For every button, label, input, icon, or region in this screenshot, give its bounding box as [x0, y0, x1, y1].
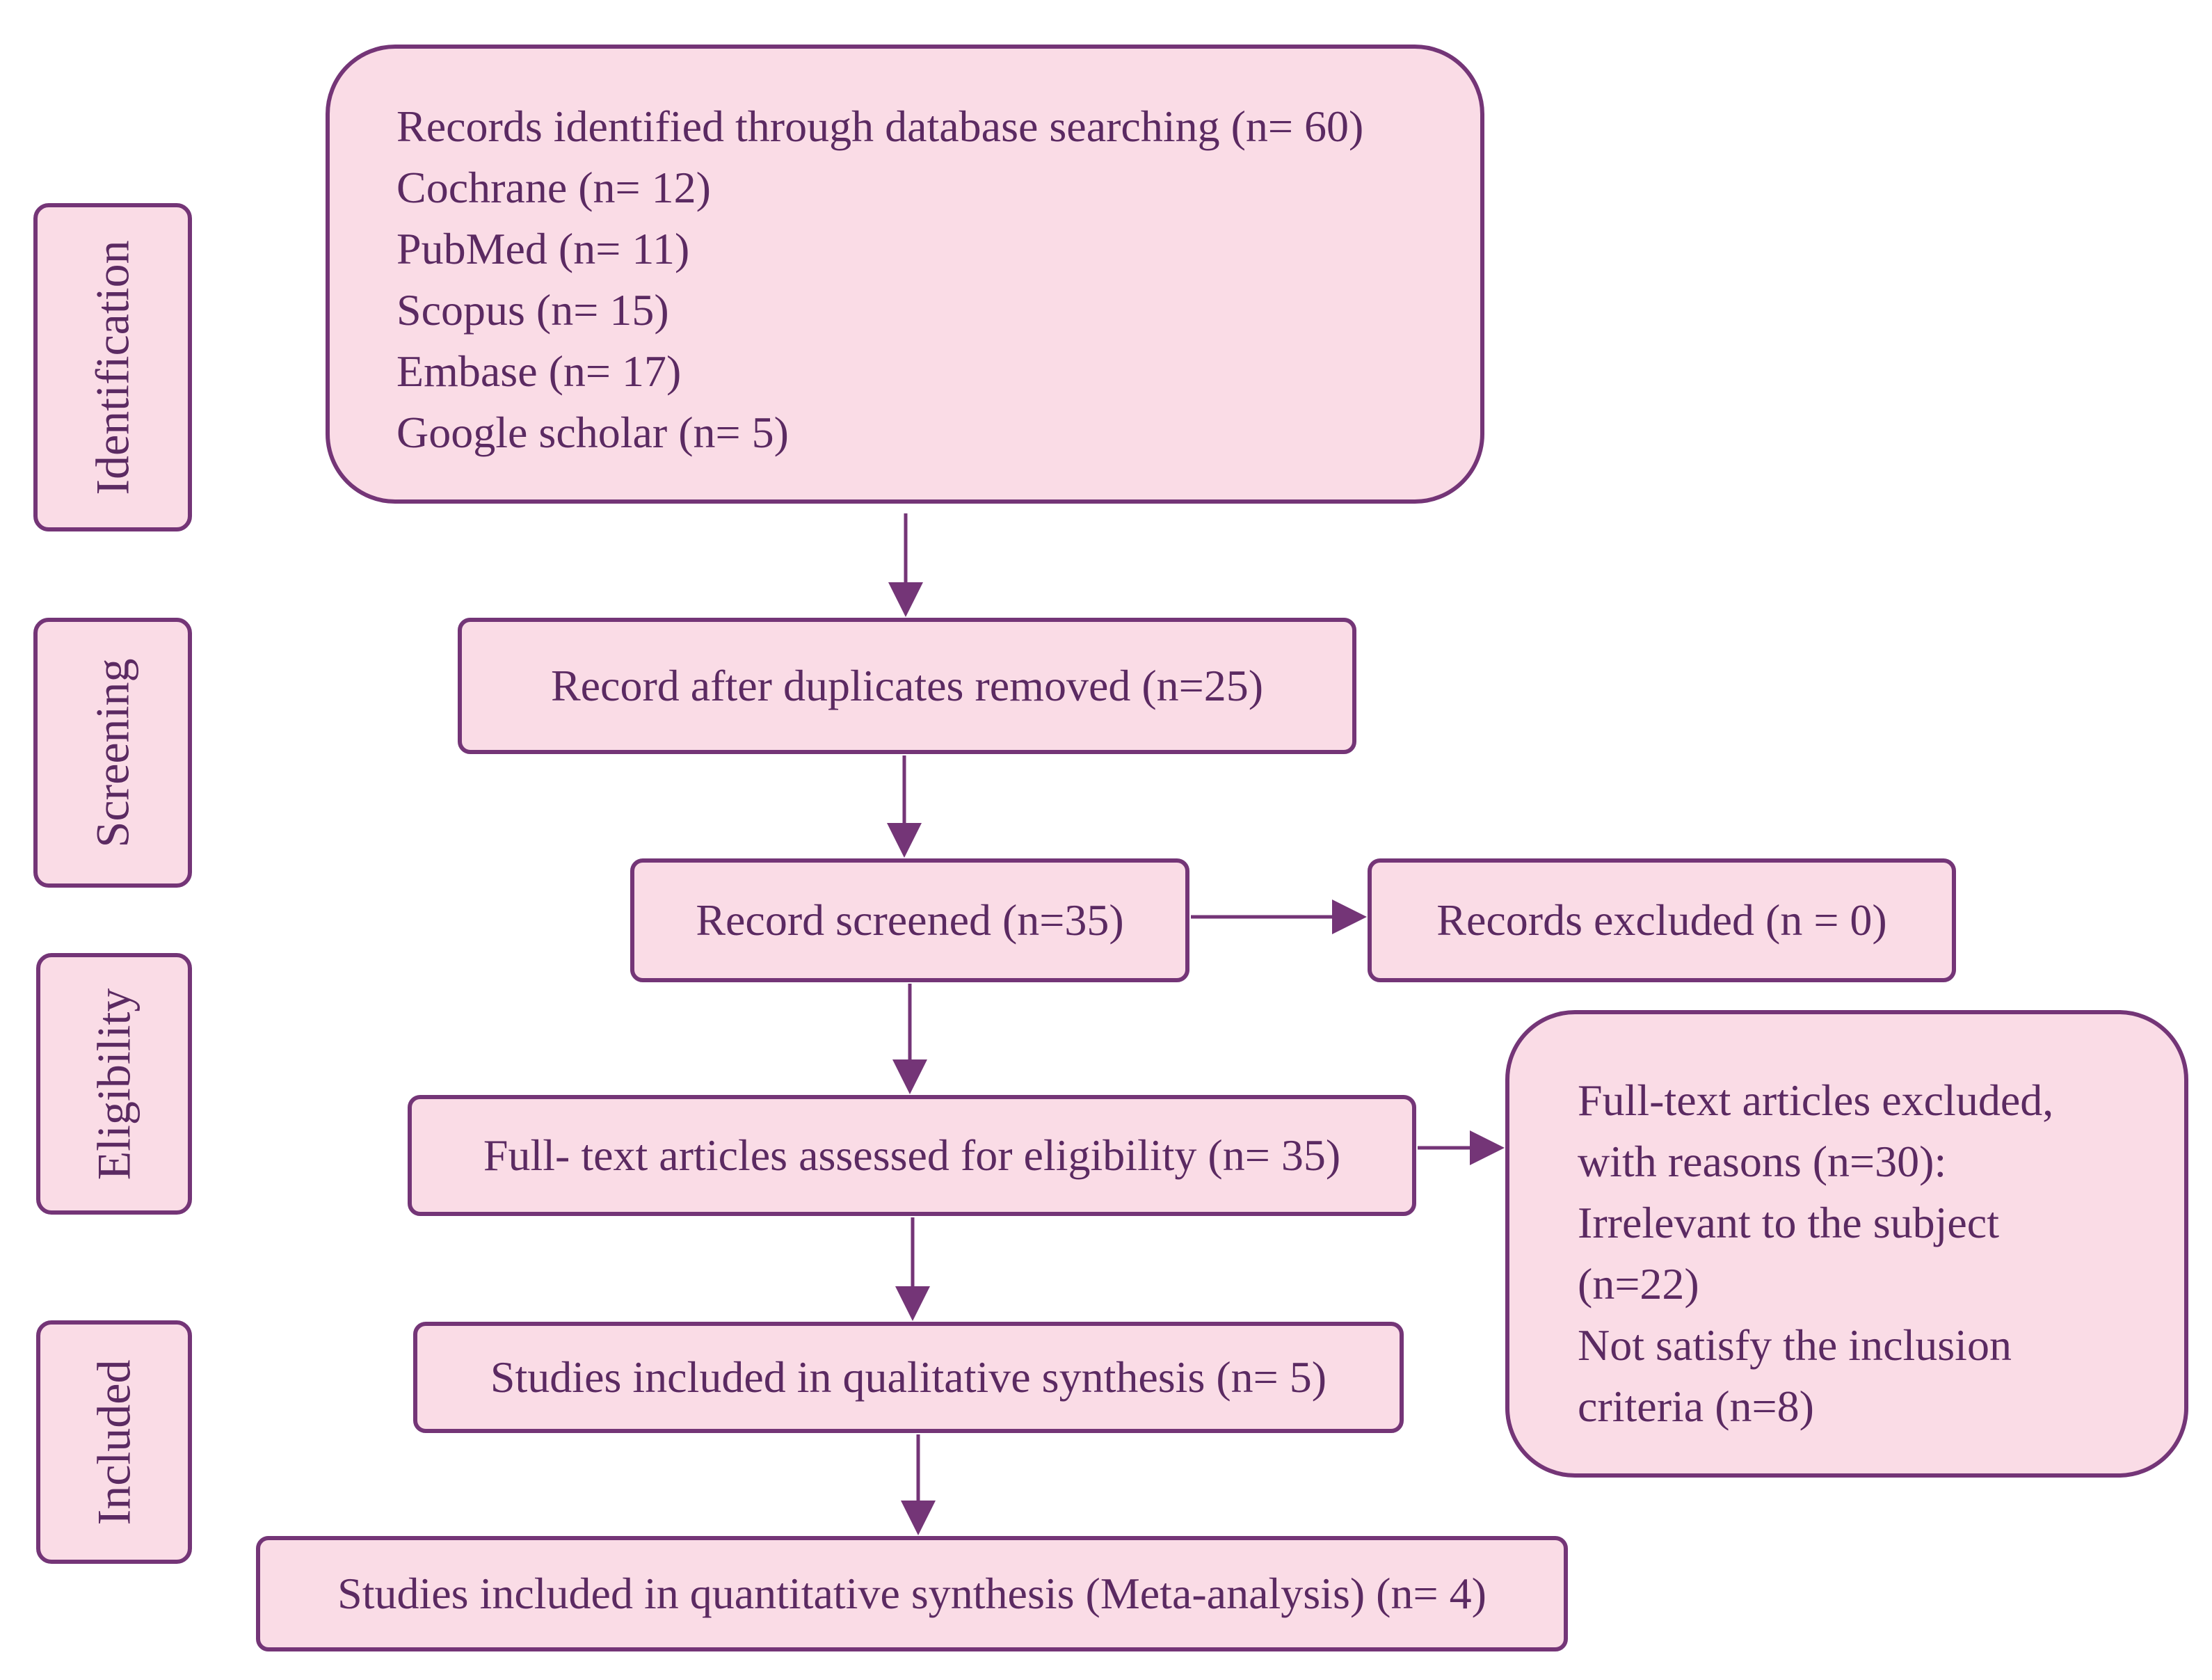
fulltext-excluded-line-4: (n=22)	[1578, 1259, 1699, 1309]
phase-screening: Screening	[33, 618, 192, 888]
fulltext-excluded-line-6: criteria (n=8)	[1578, 1382, 1814, 1431]
duplicates-removed-label: Record after duplicates removed (n=25)	[550, 661, 1264, 710]
qualitative-synthesis-box: Studies included in qualitative synthesi…	[413, 1322, 1404, 1433]
records-screened-label: Record screened (n=35)	[696, 895, 1124, 945]
qualitative-synthesis-label: Studies included in qualitative synthesi…	[490, 1352, 1327, 1402]
fulltext-assessed-label: Full- text articles assessed for eligibi…	[483, 1130, 1341, 1180]
fulltext-excluded-line-5: Not satisfy the inclusion	[1578, 1320, 2012, 1370]
identification-line-google-scholar: Google scholar (n= 5)	[396, 408, 789, 457]
identification-line-total: Records identified through database sear…	[396, 102, 1364, 151]
identification-line-cochrane: Cochrane (n= 12)	[396, 163, 711, 212]
identification-line-embase: Embase (n= 17)	[396, 346, 682, 396]
records-screened-box: Record screened (n=35)	[630, 858, 1189, 982]
records-excluded-label: Records excluded (n = 0)	[1436, 895, 1887, 945]
identification-line-scopus: Scopus (n= 15)	[396, 285, 669, 335]
duplicates-removed-box: Record after duplicates removed (n=25)	[458, 618, 1356, 754]
fulltext-excluded-line-3: Irrelevant to the subject	[1578, 1198, 1999, 1247]
quantitative-synthesis-box: Studies included in quantitative synthes…	[256, 1536, 1568, 1651]
fulltext-excluded-line-1: Full-text articles excluded,	[1578, 1075, 2054, 1125]
records-excluded-box: Records excluded (n = 0)	[1368, 858, 1956, 982]
phase-eligibility: Eligibility	[36, 953, 192, 1215]
identification-line-pubmed: PubMed (n= 11)	[396, 224, 690, 273]
fulltext-excluded-box: Full-text articles excluded, with reason…	[1505, 1010, 2188, 1478]
fulltext-assessed-box: Full- text articles assessed for eligibi…	[408, 1095, 1416, 1216]
quantitative-synthesis-label: Studies included in quantitative synthes…	[337, 1569, 1486, 1618]
identification-box: Records identified through database sear…	[326, 45, 1484, 504]
fulltext-excluded-line-2: with reasons (n=30):	[1578, 1137, 1947, 1186]
phase-identification: Identification	[33, 203, 192, 531]
phase-included: Included	[36, 1320, 192, 1564]
